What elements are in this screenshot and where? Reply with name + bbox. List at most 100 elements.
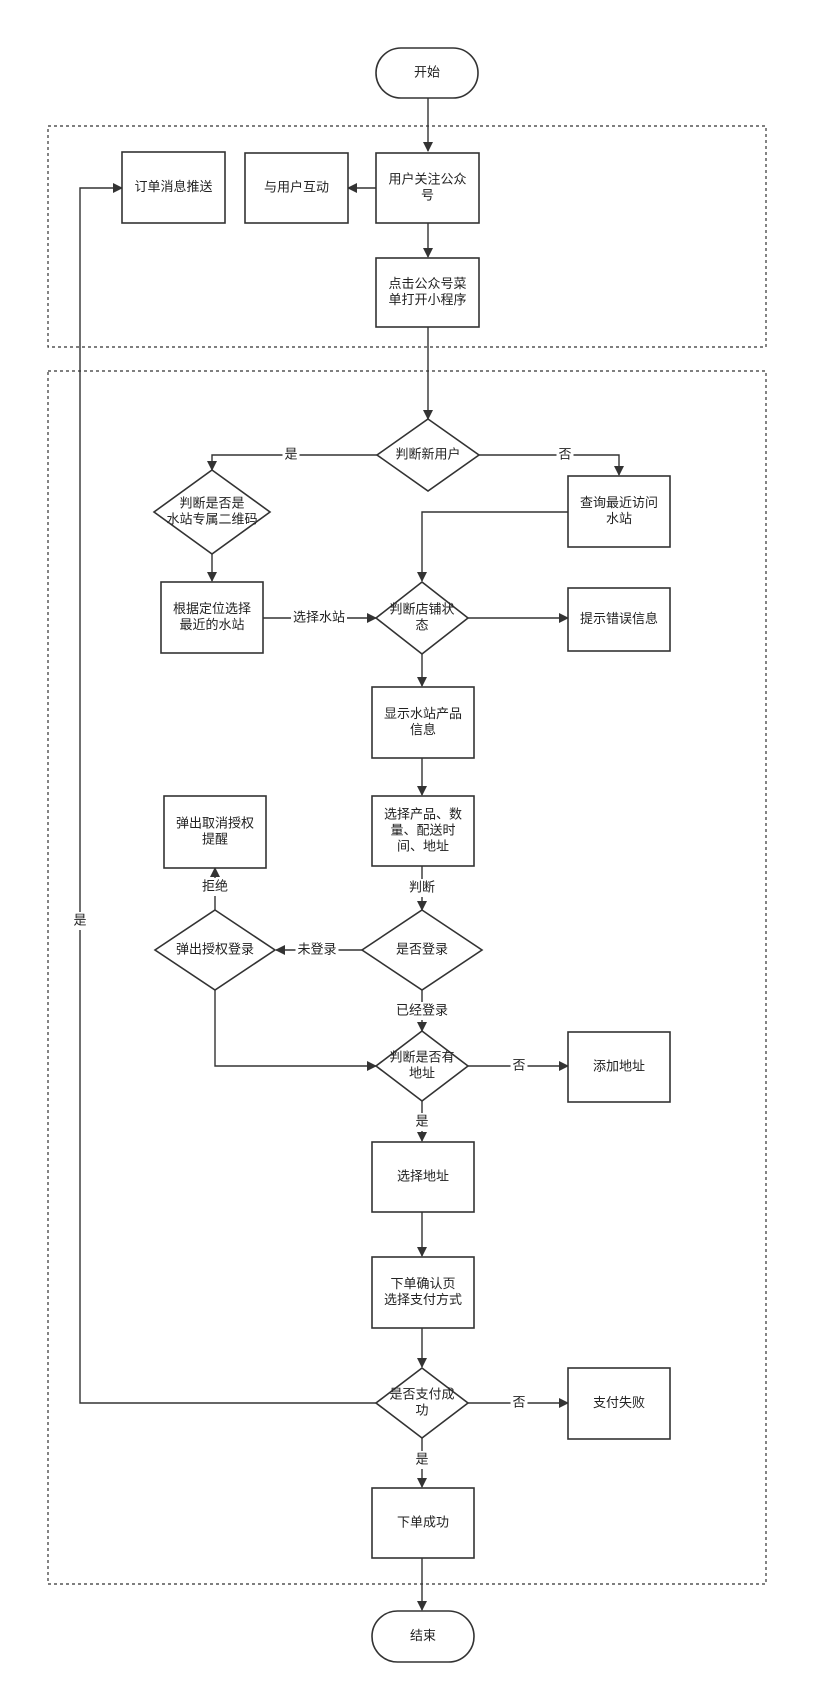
edge-label-already-logged: 已经登录 [394, 1002, 450, 1020]
edge-label-no-pay: 否 [510, 1394, 528, 1412]
edge-newuser-recent [479, 454, 624, 476]
terminal-shape [375, 47, 479, 99]
node-label: 是否支付成 [389, 1388, 454, 1403]
decision-diamond [152, 469, 272, 555]
process-box [375, 152, 480, 224]
edge-label-reject: 拒绝 [200, 878, 230, 896]
node-interact: 与用户互动 [244, 152, 349, 224]
node-new-user: 判断新用户 [375, 418, 481, 492]
edge-label-no-new: 否 [556, 446, 574, 464]
node-label: 信息 [410, 722, 436, 738]
edge-label-text: 否 [558, 448, 571, 463]
node-auth-login: 弹出授权登录 [153, 909, 277, 991]
node-label: 下单成功 [397, 1516, 449, 1531]
edge-label-background [556, 446, 574, 464]
process-box [160, 581, 264, 654]
edge-label-background [510, 1057, 528, 1075]
node-add-addr: 添加地址 [567, 1031, 671, 1103]
node-label: 开始 [414, 66, 440, 81]
edge-label-judge: 判断 [407, 879, 437, 897]
edge-label-no-addr: 否 [510, 1057, 528, 1075]
edges [79, 98, 624, 1611]
edge-label-text: 未登录 [297, 943, 336, 958]
node-label: 功 [415, 1404, 428, 1419]
edge-label-background [71, 912, 89, 930]
process-box [375, 257, 480, 328]
process-box [244, 152, 349, 224]
node-label: 弹出授权登录 [176, 942, 254, 958]
edge-label-background [407, 879, 437, 897]
nodes: 开始订单消息推送与用户互动用户关注公众号点击公众号菜单打开小程序判断新用户判断是… [121, 47, 671, 1663]
edge-label-yes-addr: 是 [413, 1113, 431, 1131]
node-label: 最近的水站 [179, 617, 244, 633]
node-label: 单打开小程序 [388, 293, 466, 308]
node-pay-fail: 支付失败 [567, 1367, 671, 1440]
process-box [371, 686, 475, 759]
process-box [371, 1141, 475, 1213]
decision-diamond [374, 1029, 470, 1103]
terminal-shape [371, 1610, 475, 1663]
node-label: 查询最近访问 [580, 496, 658, 511]
edge-label-text: 是 [415, 1115, 428, 1130]
process-box [567, 1367, 671, 1440]
node-logged-in: 是否登录 [360, 909, 484, 991]
edge-label-background [394, 1002, 450, 1020]
edge-label-yes-pay: 是 [413, 1451, 431, 1469]
node-label: 判断店铺状 [389, 603, 454, 618]
node-label: 判断是否有 [389, 1051, 454, 1066]
edge-label-background [295, 941, 339, 959]
process-box [121, 151, 226, 224]
process-box [567, 475, 671, 548]
node-label: 号 [421, 189, 434, 204]
node-label: 用户关注公众 [388, 172, 466, 188]
node-label: 根据定位选择 [173, 602, 251, 617]
edge-label-text: 是 [284, 448, 297, 463]
node-success: 下单成功 [371, 1487, 475, 1559]
edge-auth-addr [214, 990, 377, 1071]
node-label: 量、配送时 [390, 824, 455, 839]
node-label: 弹出取消授权 [176, 816, 254, 832]
node-label: 下单确认页 [390, 1277, 455, 1292]
process-box [163, 795, 267, 869]
node-label: 判断新用户 [395, 447, 460, 463]
node-label: 提示错误信息 [580, 611, 658, 627]
process-box [567, 587, 671, 652]
edge-label-text: 否 [512, 1396, 525, 1411]
edge-label-select-station: 选择水站 [291, 609, 347, 627]
node-label: 地址 [409, 1067, 435, 1082]
decision-diamond [374, 1366, 470, 1440]
node-label: 提醒 [202, 832, 228, 848]
node-label: 态 [415, 619, 428, 634]
process-box [567, 1031, 671, 1103]
node-end: 结束 [371, 1610, 475, 1663]
decision-diamond [360, 909, 484, 991]
node-label: 显示水站产品 [384, 707, 462, 722]
edge-label-background [510, 1394, 528, 1412]
node-label: 选择产品、数 [384, 808, 462, 823]
node-start: 开始 [375, 47, 479, 99]
edge-labels: 是否选择水站拒绝判断未登录已经登录否是否是是 [71, 446, 574, 1469]
edge-newuser-qr [207, 454, 377, 471]
edge-label-yes-new: 是 [282, 446, 300, 464]
node-label: 结束 [410, 1629, 436, 1644]
node-label: 间、地址 [397, 840, 449, 855]
edge-label-text: 是 [415, 1453, 428, 1468]
node-label: 点击公众号菜 [388, 277, 466, 292]
process-box [371, 795, 475, 867]
edge-label-text: 是 [73, 914, 86, 929]
group-wechat-account [47, 125, 767, 348]
node-label: 是否登录 [396, 943, 448, 958]
edge-label-text: 已经登录 [396, 1004, 448, 1019]
node-label: 订单消息推送 [134, 179, 212, 195]
